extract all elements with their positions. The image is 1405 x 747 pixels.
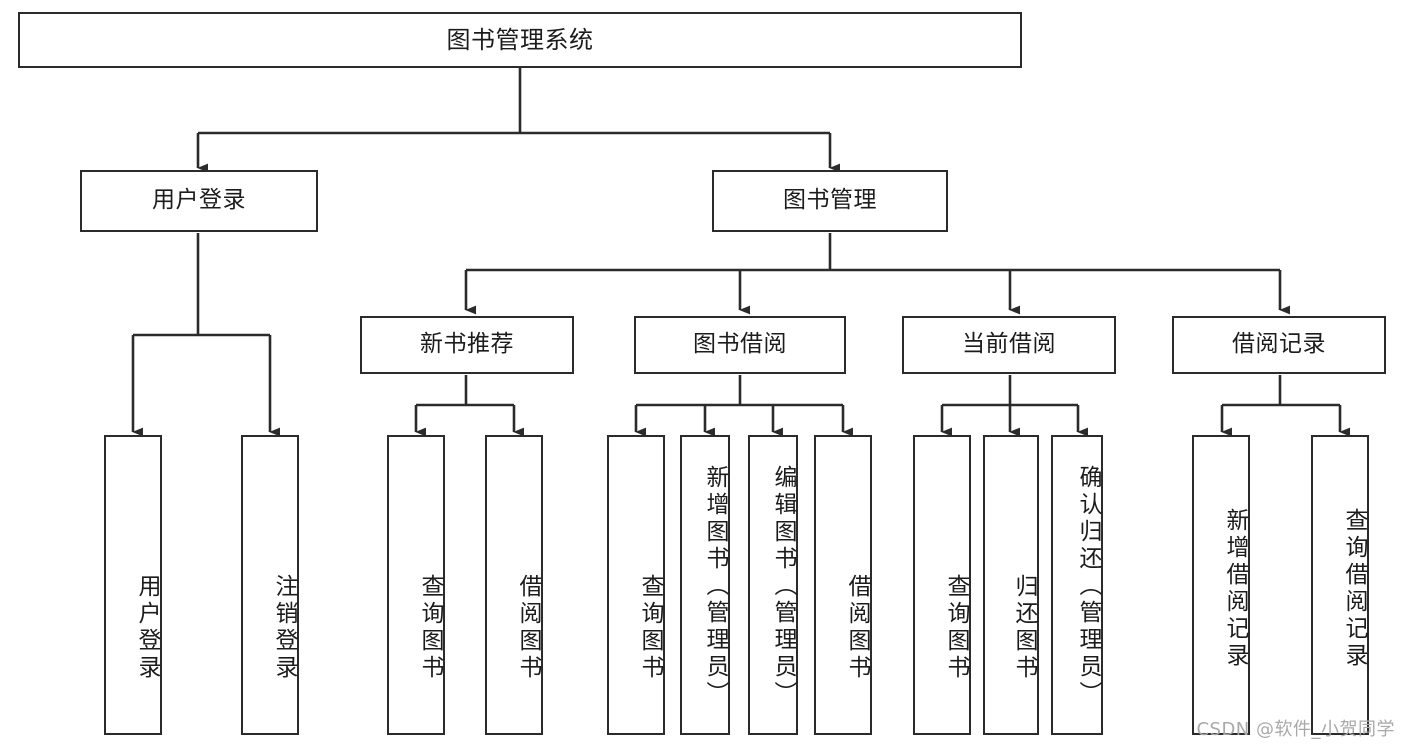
node-borrow-record[interactable]: 借阅记录 <box>1172 316 1386 374</box>
leaf-borrow-book[interactable]: 借阅图书 <box>814 435 872 735</box>
leaf-query-book-recommend[interactable]: 查询图书 <box>387 435 445 735</box>
leaf-add-borrow-record[interactable]: 新增借阅记录 <box>1192 435 1250 735</box>
leaf-query-book-current[interactable]: 查询图书 <box>913 435 971 735</box>
leaf-user-login[interactable]: 用户登录 <box>104 435 162 735</box>
leaf-return-book[interactable]: 归还图书 <box>983 435 1039 735</box>
node-book-management[interactable]: 图书管理 <box>712 170 948 232</box>
leaf-confirm-return-admin[interactable]: 确认归还（管理员） <box>1051 435 1103 735</box>
csdn-watermark: CSDN @软件_小贺同学 <box>1196 719 1395 740</box>
leaf-query-borrow-record[interactable]: 查询借阅记录 <box>1311 435 1369 735</box>
node-user-login[interactable]: 用户登录 <box>80 170 318 232</box>
node-current-borrow[interactable]: 当前借阅 <box>902 316 1116 374</box>
leaf-logout[interactable]: 注销登录 <box>241 435 299 735</box>
leaf-query-book-borrow[interactable]: 查询图书 <box>607 435 665 735</box>
node-new-book-recommend[interactable]: 新书推荐 <box>360 316 574 374</box>
leaf-borrow-book-recommend[interactable]: 借阅图书 <box>485 435 543 735</box>
leaf-add-book-admin[interactable]: 新增图书（管理员） <box>680 435 730 735</box>
node-book-borrow[interactable]: 图书借阅 <box>634 316 846 374</box>
node-root-system[interactable]: 图书管理系统 <box>18 12 1022 68</box>
leaf-edit-book-admin[interactable]: 编辑图书（管理员） <box>748 435 798 735</box>
